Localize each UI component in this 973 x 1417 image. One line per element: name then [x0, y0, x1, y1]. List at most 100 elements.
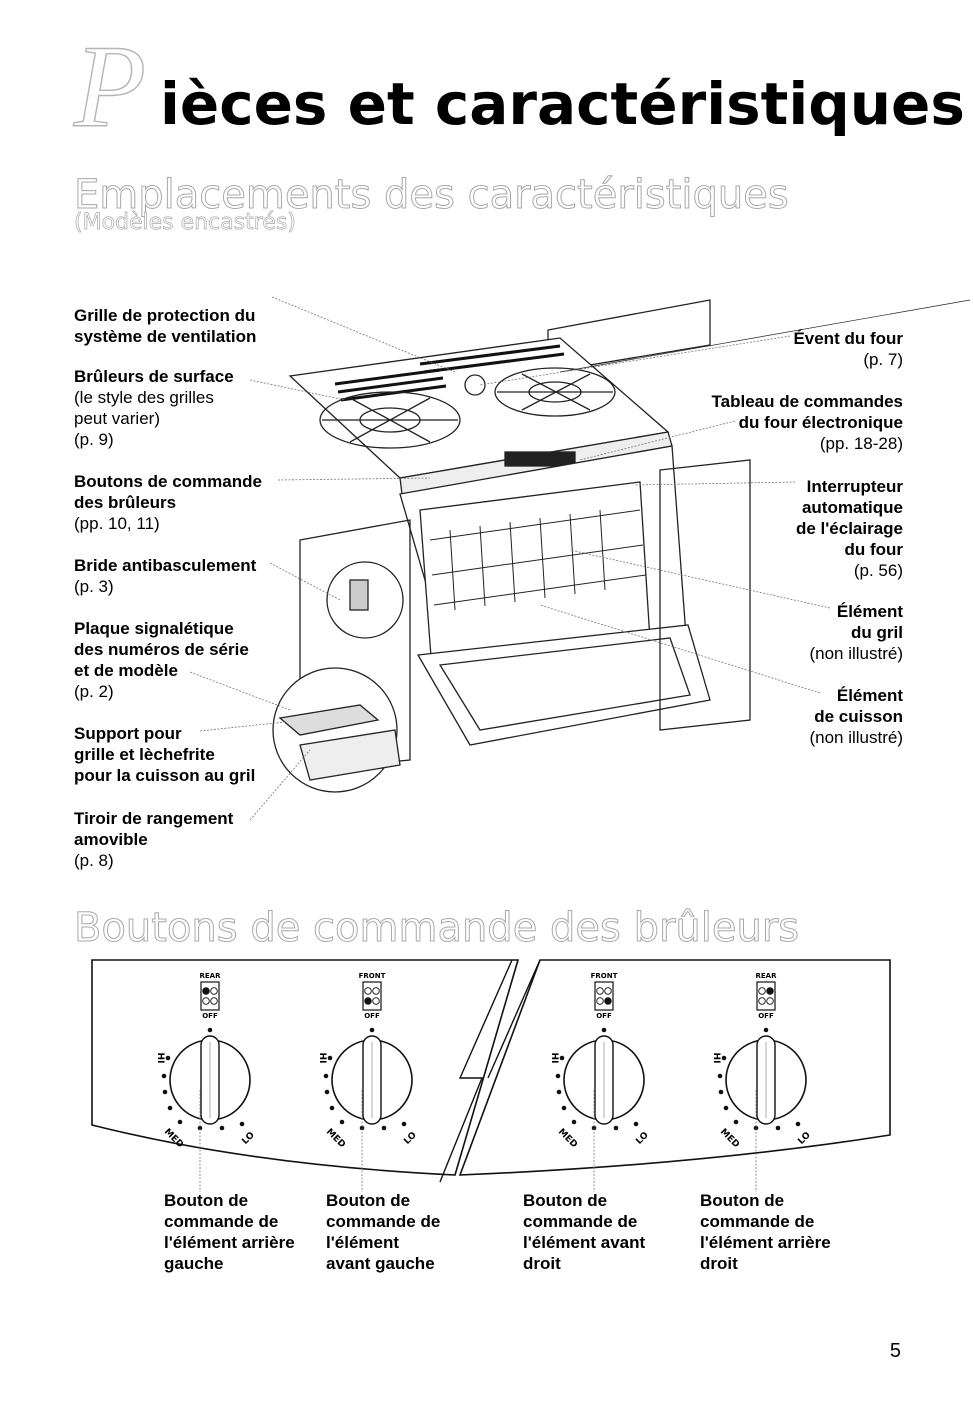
- knob-tick-icon: [723, 1105, 729, 1111]
- burner-position-icon: [200, 981, 220, 1011]
- knob-tick-icon: [219, 1125, 225, 1131]
- knob-label-line: commande de: [523, 1212, 638, 1231]
- knob-tick-icon: [401, 1121, 407, 1127]
- burner-knob-4[interactable]: REAR OFF HI MED LO: [711, 972, 813, 1192]
- knob-label-line: l'élément: [326, 1233, 400, 1252]
- knob-tick-icon: [613, 1125, 619, 1131]
- burner-position-icon: [756, 981, 776, 1011]
- knob-dial[interactable]: [725, 1039, 807, 1121]
- burner-dot-icon: [364, 997, 372, 1005]
- knob-label-line: l'élément arrière: [164, 1233, 295, 1252]
- knob-tick-icon: [733, 1119, 739, 1125]
- knob-tick-icon: [556, 1089, 562, 1095]
- knob-tick-icon: [239, 1121, 245, 1127]
- section-subheading: (Modèles encastrés): [74, 210, 297, 236]
- burner-dot-icon: [758, 997, 766, 1005]
- knob-handle[interactable]: [756, 1035, 776, 1125]
- knob-tick-icon: [359, 1125, 365, 1131]
- burner-dot-icon: [210, 997, 218, 1005]
- knob-dial[interactable]: [331, 1039, 413, 1121]
- burner-dot-icon: [210, 987, 218, 995]
- knob-tick-icon: [327, 1055, 333, 1061]
- knob-off-text: OFF: [202, 1012, 218, 1020]
- knob-tick-icon: [718, 1089, 724, 1095]
- knob-lo-text: LO: [796, 1130, 813, 1147]
- knob-hi-text: HI: [317, 1053, 327, 1064]
- burner-dot-icon: [372, 997, 380, 1005]
- label-storage-drawer: Tiroir de rangement amovible (p. 8): [74, 809, 234, 870]
- knob-tick-icon: [162, 1089, 168, 1095]
- knob-tick-icon: [197, 1125, 203, 1131]
- knob-lo-text: LO: [240, 1130, 257, 1147]
- label-anti-tip-bracket: Bride antibasculement (p. 3): [74, 556, 257, 596]
- knob-off-text: OFF: [758, 1012, 774, 1020]
- burner-dot-icon: [758, 987, 766, 995]
- knob-tick-icon: [717, 1073, 723, 1079]
- knob-label-line: commande de: [700, 1212, 815, 1231]
- knob-label-line: droit: [700, 1254, 738, 1273]
- knob-tick-icon: [207, 1027, 213, 1033]
- label-bake-element: Élément de cuisson (non illustré): [809, 686, 903, 747]
- knob-hi-text: HI: [549, 1053, 559, 1064]
- burner-dot-icon: [766, 997, 774, 1005]
- knob-off-text: OFF: [596, 1012, 612, 1020]
- knob-tick-icon: [795, 1121, 801, 1127]
- knob-med-text: MED: [324, 1127, 347, 1150]
- knob-label-line: Bouton de: [523, 1191, 608, 1210]
- section-heading-knobs: Boutons de commande des brûleurs: [73, 905, 800, 952]
- label-vent-guard: Grille de protection du système de venti…: [74, 306, 257, 346]
- knob-off-text: OFF: [364, 1012, 380, 1020]
- label-surface-burners: Brûleurs de surface (le style des grille…: [74, 367, 234, 449]
- knob-med-text: MED: [718, 1127, 741, 1150]
- burner-knob-2[interactable]: FRONT OFF HI MED LO: [317, 972, 419, 1192]
- knob-dial[interactable]: [563, 1039, 645, 1121]
- knob-label-line: Bouton de: [326, 1191, 411, 1210]
- knob-label-line: commande de: [326, 1212, 441, 1231]
- knob-lo-text: LO: [634, 1130, 651, 1147]
- title-drop-cap: P: [73, 21, 147, 152]
- knob-tick-icon: [591, 1125, 597, 1131]
- knob-handle[interactable]: [362, 1035, 382, 1125]
- knob-hi-text: HI: [711, 1053, 721, 1064]
- knob-tick-icon: [329, 1105, 335, 1111]
- knob-tick-icon: [324, 1089, 330, 1095]
- knob-tick-icon: [339, 1119, 345, 1125]
- knob-tick-icon: [721, 1055, 727, 1061]
- burner-dot-icon: [596, 997, 604, 1005]
- burner-dot-icon: [202, 987, 210, 995]
- label-burner-knobs: Boutons de commande des brûleurs (pp. 10…: [74, 472, 262, 533]
- burner-position-icon: [362, 981, 382, 1011]
- knob-tick-icon: [177, 1119, 183, 1125]
- knob-tick-icon: [167, 1105, 173, 1111]
- knob-tick-icon: [323, 1073, 329, 1079]
- knob-position-text: REAR: [756, 972, 778, 980]
- knob-tick-icon: [571, 1119, 577, 1125]
- title-text: ièces et caractéristiques: [160, 70, 965, 138]
- knob-handle[interactable]: [594, 1035, 614, 1125]
- knob-label-line: droit: [523, 1254, 561, 1273]
- knob-position-text: FRONT: [591, 972, 618, 980]
- knob-group: REAR OFF HI MED LO FRONT OFF HI MED LO FRONT OFF HI M…: [155, 972, 813, 1192]
- knob-tick-icon: [381, 1125, 387, 1131]
- label-electronic-control: Tableau de commandes du four électroniqu…: [711, 392, 903, 453]
- knob-label-line: l'élément arrière: [700, 1233, 831, 1252]
- burner-dot-icon: [202, 997, 210, 1005]
- burner-knob-3[interactable]: FRONT OFF HI MED LO: [549, 972, 651, 1192]
- knob-position-text: FRONT: [359, 972, 386, 980]
- burner-position-icon: [594, 981, 614, 1011]
- knob-tick-icon: [601, 1027, 607, 1033]
- knob-tick-icon: [763, 1027, 769, 1033]
- knob-label-line: l'élément avant: [523, 1233, 646, 1252]
- knob-tick-icon: [555, 1073, 561, 1079]
- knob-tick-icon: [161, 1073, 167, 1079]
- knob-lo-text: LO: [402, 1130, 419, 1147]
- burner-dot-icon: [372, 987, 380, 995]
- knob-hi-text: HI: [155, 1053, 165, 1064]
- label-broil-element: Élément du gril (non illustré): [809, 602, 903, 663]
- knob-handle[interactable]: [200, 1035, 220, 1125]
- knob-med-text: MED: [556, 1127, 579, 1150]
- knob-dial[interactable]: [169, 1039, 251, 1121]
